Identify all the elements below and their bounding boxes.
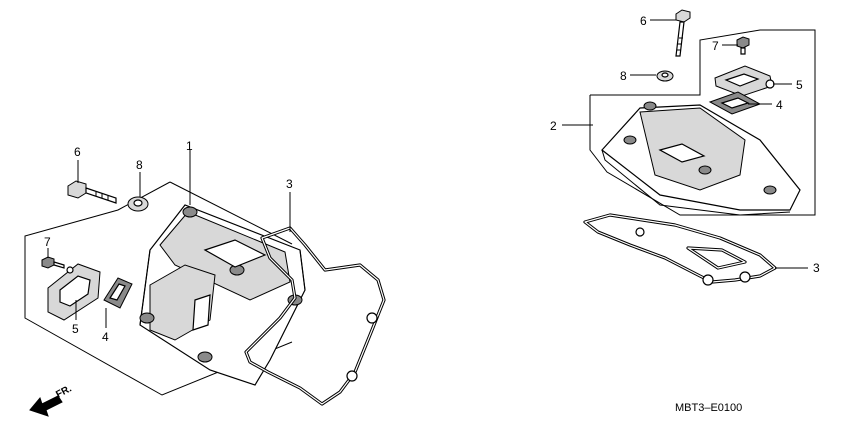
- plate-part-5-left: [47, 263, 101, 321]
- front-direction-arrow: FR.: [29, 383, 74, 417]
- bolt-part-6-left: [67, 180, 117, 204]
- callout-4-left: 4: [102, 330, 109, 344]
- callout-5-left: 5: [72, 322, 79, 336]
- gasket-part-4-left: [103, 277, 133, 309]
- callout-3-left: 3: [286, 177, 293, 191]
- head-cover-part-2-right: [601, 101, 801, 216]
- bolt-part-6-right: [675, 9, 691, 57]
- gasket-part-4-right: [708, 91, 762, 115]
- callout-6-right: 6: [640, 14, 647, 28]
- right-group-bracket: [589, 29, 816, 216]
- bolt-part-7-right: [736, 36, 750, 55]
- callout-7-right: 7: [712, 39, 719, 53]
- callout-2-right: 2: [550, 119, 557, 133]
- washer-part-8-left: [127, 196, 149, 212]
- callout-8-left: 8: [136, 158, 143, 172]
- callout-5-right: 5: [796, 78, 803, 92]
- left-group-bracket: [24, 181, 293, 396]
- gasket-part-3-right: [583, 213, 777, 286]
- head-cover-part-1-left: [139, 204, 306, 386]
- callout-3-right: 3: [813, 261, 820, 275]
- callout-8-right: 8: [620, 69, 627, 83]
- callout-7-left: 7: [44, 235, 51, 249]
- washer-part-8-right: [656, 70, 674, 82]
- drawing-code: MBT3–E0100: [675, 402, 742, 414]
- callout-1-left: 1: [186, 139, 193, 153]
- gasket-part-3-left: [244, 226, 386, 406]
- callout-6-left: 6: [74, 145, 81, 159]
- plate-part-5-right: [714, 65, 775, 97]
- bolt-part-7-left: [41, 256, 65, 269]
- callout-4-right: 4: [776, 98, 783, 112]
- front-arrow-label: FR.: [54, 383, 74, 400]
